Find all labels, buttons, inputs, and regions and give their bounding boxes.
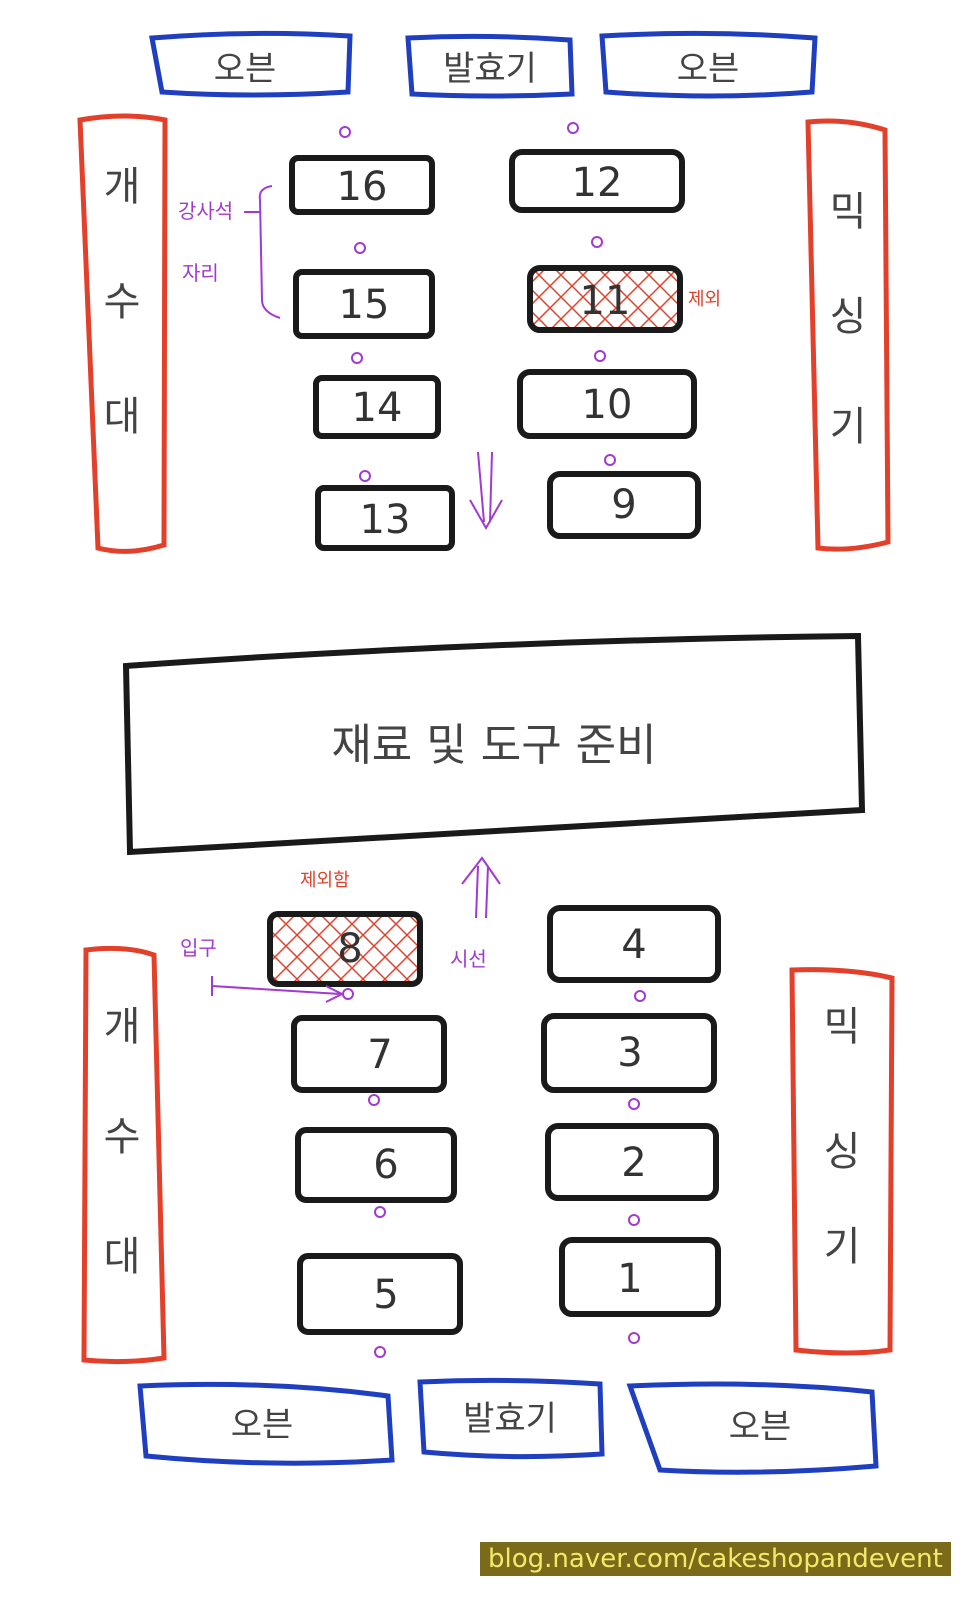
proofer-top-label: 발효기 [443, 49, 537, 89]
seat-3: 3 [541, 1013, 717, 1110]
seat-9: 9 [547, 454, 701, 539]
mixer-top-right: 믹 싱 기 [805, 118, 891, 552]
oven-bottom-left-label: 오븐 [231, 1405, 294, 1445]
oven-top-left-label: 오븐 [214, 49, 277, 89]
gaze-label: 시선 [450, 947, 487, 971]
seat-6-number: 6 [373, 1142, 398, 1188]
seat-5: 5 [297, 1253, 463, 1358]
seat-8: 8 제외함 [267, 870, 423, 1000]
seat-1: 1 [559, 1237, 721, 1344]
oven-bottom-right: 오븐 [626, 1381, 879, 1475]
seat-10-number: 10 [582, 382, 633, 428]
mixer-top-right-char-3: 기 [830, 404, 867, 450]
seat-1-number: 1 [617, 1256, 642, 1302]
oven-bottom-right-label: 오븐 [729, 1407, 792, 1447]
seat-3-number: 3 [617, 1030, 642, 1076]
seat-12-number: 12 [572, 160, 623, 206]
excluded-bottom-label: 제외함 [300, 870, 350, 891]
excluded-top-label: 제외 [688, 289, 721, 310]
oven-bottom-left: 오븐 [137, 1381, 395, 1466]
proofer-top: 발효기 [405, 33, 575, 99]
instructor-seat-sub-label: 자리 [182, 261, 219, 285]
seat-11: 11 제외 [527, 236, 721, 333]
oven-top-right-label: 오븐 [677, 49, 740, 89]
seat-7-number: 7 [367, 1032, 392, 1078]
seat-2: 2 [545, 1123, 719, 1226]
proofer-bottom: 발효기 [417, 1377, 605, 1460]
entrance-annotation: 입구 [180, 936, 345, 1003]
up-arrow-icon [461, 856, 501, 919]
mixer-bottom-right-char-2: 싱 [824, 1129, 861, 1175]
seat-12: 12 [509, 122, 685, 213]
sink-top-left-char-2: 수 [104, 279, 141, 325]
seat-16: 16 [289, 126, 435, 215]
mixer-top-right-char-1: 믹 [830, 189, 867, 235]
seat-8-number: 8 [337, 926, 362, 972]
mixer-bottom-right: 믹 싱 기 [789, 967, 895, 1356]
seat-14-number: 14 [352, 385, 403, 431]
sink-bottom-left-char-1: 개 [104, 1004, 141, 1050]
oven-top-left: 오븐 [149, 30, 353, 98]
instructor-seat-annotation: 강사석 자리 [178, 185, 281, 319]
seat-10: 10 [517, 350, 697, 439]
seat-15-number: 15 [339, 282, 390, 328]
center-prep-table: 재료 및 도구 준비 [122, 632, 866, 856]
seat-16-number: 16 [337, 164, 388, 210]
watermark: blog.naver.com/cakeshopandevent [480, 1542, 951, 1576]
seat-14: 14 [313, 352, 441, 439]
proofer-bottom-label: 발효기 [463, 1399, 557, 1439]
seat-2-number: 2 [621, 1140, 646, 1186]
sink-bottom-left-char-3: 대 [104, 1234, 141, 1280]
seat-4: 4 [547, 905, 721, 1002]
mixer-top-right-char-2: 싱 [830, 294, 867, 340]
seat-4-number: 4 [621, 922, 646, 968]
sink-top-left-char-1: 개 [104, 164, 141, 210]
seat-5-number: 5 [373, 1272, 398, 1318]
down-arrow-icon [469, 451, 503, 531]
sink-bottom-left: 개 수 대 [81, 945, 167, 1365]
sink-bottom-left-char-2: 수 [104, 1114, 141, 1160]
center-prep-table-label: 재료 및 도구 준비 [331, 720, 656, 771]
entrance-label: 입구 [180, 936, 217, 960]
seat-6: 6 [295, 1127, 457, 1218]
instructor-seat-label: 강사석 [178, 199, 233, 223]
seat-11-number: 11 [580, 278, 631, 324]
mixer-bottom-right-char-3: 기 [824, 1224, 861, 1270]
seat-7: 7 [291, 1015, 447, 1106]
seat-9-number: 9 [611, 482, 636, 528]
seat-13: 13 [315, 470, 455, 551]
sink-top-left-char-3: 대 [104, 394, 141, 440]
mixer-bottom-right-char-1: 믹 [824, 1004, 861, 1050]
sink-top-left: 개 수 대 [77, 113, 168, 554]
seat-15: 15 [293, 242, 435, 339]
oven-top-right: 오븐 [599, 30, 818, 99]
seat-13-number: 13 [360, 497, 411, 543]
